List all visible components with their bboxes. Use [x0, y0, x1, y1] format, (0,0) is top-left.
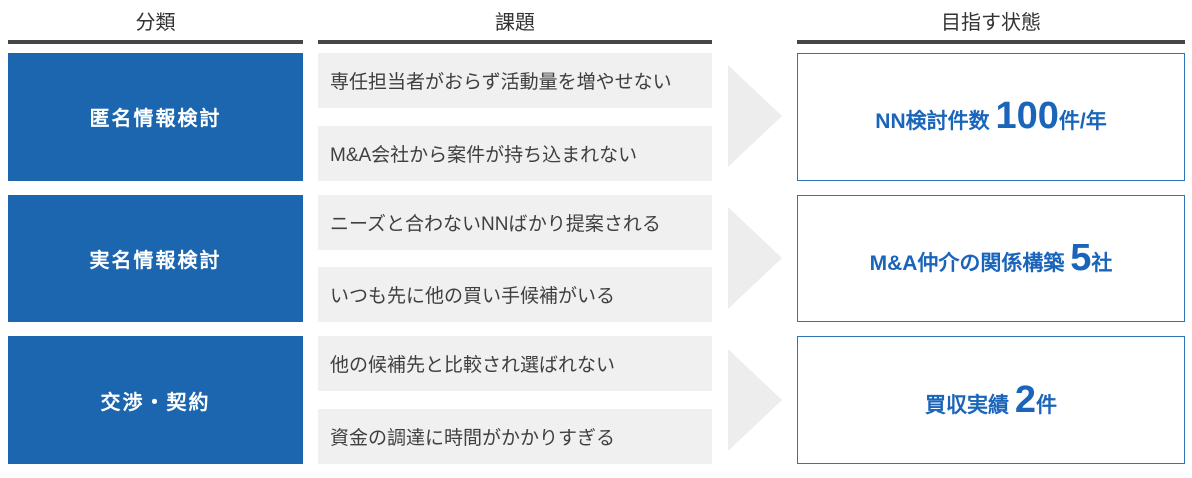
column-header-goals: 目指す状態: [941, 11, 1041, 34]
category-box-anonymous-review: 匿名情報検討: [8, 53, 303, 181]
issue-group-row3: 他の候補先と比較され選ばれない 資金の調達に時間がかかりすぎる: [318, 336, 712, 465]
issue-box: 資金の調達に時間がかかりすぎる: [318, 409, 712, 465]
goal-unit: 件/年: [1058, 110, 1107, 134]
arrow-cell-row1: [712, 53, 797, 181]
goal-value: 5: [1070, 237, 1092, 279]
goal-value: 2: [1014, 378, 1036, 421]
arrows-column: [712, 4, 797, 478]
classification-column: 分類 匿名情報検討 実名情報検討 交渉・契約: [8, 4, 303, 478]
goal-unit: 社: [1091, 252, 1113, 275]
arrow-cell-row3: [712, 336, 797, 464]
goals-column: 目指す状態 NN検討件数 100件/年 M&A仲介の関係構築 5社 買収実績 2…: [797, 4, 1185, 478]
header-underline: [318, 40, 712, 44]
issue-box: ニーズと合わないNNばかり提案される: [318, 194, 712, 250]
issue-group-row1: 専任担当者がおらず活動量を増やせない M&A会社から案件が持ち込まれない: [318, 53, 712, 181]
header-underline: [8, 40, 303, 44]
arrow-right-icon: [727, 207, 782, 310]
issue-box: M&A会社から案件が持ち込まれない: [318, 125, 712, 181]
issue-box: いつも先に他の買い手候補がいる: [318, 267, 712, 323]
goal-unit: 件: [1035, 393, 1057, 417]
issues-column: 課題 専任担当者がおらず活動量を増やせない M&A会社から案件が持ち込まれない …: [318, 4, 712, 478]
arrow-right-icon: [727, 349, 782, 452]
issues-header: 課題: [318, 4, 712, 44]
issue-box: 他の候補先と比較され選ばれない: [318, 336, 712, 392]
arrow-cell-row2: [712, 194, 797, 322]
goal-box-nn-review-count: NN検討件数 100件/年: [797, 53, 1185, 181]
goal-text: NN検討件数 100件/年: [875, 95, 1106, 138]
goal-label: NN検討件数: [875, 110, 996, 134]
goal-box-ma-broker-relations: M&A仲介の関係構築 5社: [797, 194, 1185, 323]
category-box-named-review: 実名情報検討: [8, 194, 303, 323]
goal-text: M&A仲介の関係構築 5社: [870, 237, 1113, 280]
goal-value: 100: [995, 95, 1059, 138]
arrows-header-spacer: [712, 4, 797, 53]
column-header-issues: 課題: [495, 11, 535, 34]
column-header-classification: 分類: [135, 11, 176, 34]
issue-box: 専任担当者がおらず活動量を増やせない: [318, 53, 712, 108]
issue-group-row2: ニーズと合わないNNばかり提案される いつも先に他の買い手候補がいる: [318, 194, 712, 323]
goals-header: 目指す状態: [797, 4, 1185, 44]
classification-header: 分類: [8, 4, 303, 44]
arrow-right-icon: [727, 65, 782, 168]
goal-box-acquisition-results: 買収実績 2件: [797, 336, 1185, 465]
column-gap: [303, 4, 318, 478]
goal-text: 買収実績 2件: [925, 379, 1057, 422]
header-underline: [797, 40, 1185, 44]
goal-label: M&A仲介の関係構築: [869, 252, 1071, 275]
category-box-negotiation-contract: 交渉・契約: [8, 336, 303, 465]
goal-label: 買収実績: [925, 393, 1015, 417]
